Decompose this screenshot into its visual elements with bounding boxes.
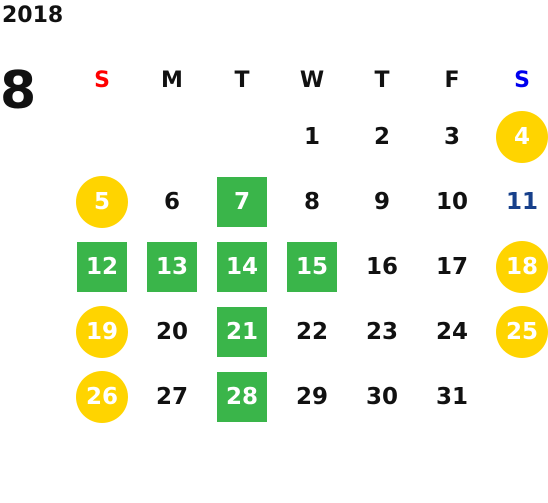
day-cell[interactable]: 28 bbox=[207, 364, 277, 429]
day-number[interactable]: 24 bbox=[435, 319, 468, 345]
day-cell[interactable]: 15 bbox=[277, 234, 347, 299]
month-number: 8 bbox=[0, 61, 37, 121]
day-cell[interactable]: 24 bbox=[417, 299, 487, 364]
day-cell[interactable]: 5 bbox=[67, 169, 137, 234]
day-cell[interactable]: 18 bbox=[487, 234, 548, 299]
weekday-header-thursday: T bbox=[347, 58, 417, 104]
day-number[interactable]: 14 bbox=[217, 242, 267, 292]
weekday-label: F bbox=[444, 68, 460, 93]
day-cell[interactable]: 20 bbox=[137, 299, 207, 364]
day-number[interactable]: 17 bbox=[435, 254, 468, 280]
weekday-label: T bbox=[374, 68, 390, 93]
year-label: 2018 bbox=[2, 3, 64, 28]
day-cell[interactable]: 3 bbox=[417, 104, 487, 169]
day-cell[interactable]: 6 bbox=[137, 169, 207, 234]
day-cell[interactable]: 9 bbox=[347, 169, 417, 234]
day-number[interactable]: 1 bbox=[303, 124, 320, 150]
day-cell[interactable]: 22 bbox=[277, 299, 347, 364]
weekday-header-saturday: S bbox=[487, 58, 548, 104]
day-number[interactable]: 28 bbox=[217, 372, 267, 422]
day-cell[interactable]: 29 bbox=[277, 364, 347, 429]
day-cell[interactable]: 19 bbox=[67, 299, 137, 364]
day-cell[interactable]: 21 bbox=[207, 299, 277, 364]
weekday-header-tuesday: T bbox=[207, 58, 277, 104]
day-number[interactable]: 3 bbox=[443, 124, 460, 150]
day-number[interactable]: 31 bbox=[435, 384, 468, 410]
week-row: 26 27 28 29 30 31 bbox=[67, 364, 548, 429]
day-number[interactable]: 5 bbox=[76, 176, 128, 228]
day-cell[interactable]: 31 bbox=[417, 364, 487, 429]
weekday-label: T bbox=[234, 68, 250, 93]
day-cell[interactable]: 13 bbox=[137, 234, 207, 299]
day-number[interactable]: 16 bbox=[365, 254, 398, 280]
day-number[interactable]: 19 bbox=[76, 306, 128, 358]
day-number[interactable]: 11 bbox=[505, 189, 538, 215]
day-cell[interactable]: 17 bbox=[417, 234, 487, 299]
day-cell[interactable]: 1 bbox=[277, 104, 347, 169]
day-number[interactable]: 6 bbox=[163, 189, 180, 215]
day-cell[interactable]: 30 bbox=[347, 364, 417, 429]
day-number[interactable]: 4 bbox=[496, 111, 548, 163]
weekday-label: M bbox=[161, 68, 183, 93]
day-number[interactable]: 26 bbox=[76, 371, 128, 423]
day-cell[interactable]: 10 bbox=[417, 169, 487, 234]
day-cell bbox=[67, 104, 137, 169]
day-cell[interactable]: 4 bbox=[487, 104, 548, 169]
day-cell[interactable]: 27 bbox=[137, 364, 207, 429]
day-number[interactable]: 23 bbox=[365, 319, 398, 345]
day-number[interactable]: 30 bbox=[365, 384, 398, 410]
day-cell[interactable]: 8 bbox=[277, 169, 347, 234]
day-number[interactable]: 22 bbox=[295, 319, 328, 345]
day-number[interactable]: 7 bbox=[217, 177, 267, 227]
weekday-label: S bbox=[514, 68, 530, 93]
day-cell[interactable]: 23 bbox=[347, 299, 417, 364]
day-number[interactable]: 15 bbox=[287, 242, 337, 292]
day-number[interactable]: 12 bbox=[77, 242, 127, 292]
day-number[interactable]: 18 bbox=[496, 241, 548, 293]
day-number[interactable]: 10 bbox=[435, 189, 468, 215]
day-number[interactable]: 21 bbox=[217, 307, 267, 357]
day-number[interactable]: 9 bbox=[373, 189, 390, 215]
weekday-header-monday: M bbox=[137, 58, 207, 104]
week-row: 1 2 3 4 bbox=[67, 104, 548, 169]
day-number[interactable]: 13 bbox=[147, 242, 197, 292]
day-cell[interactable]: 12 bbox=[67, 234, 137, 299]
day-number[interactable]: 27 bbox=[155, 384, 188, 410]
day-cell[interactable]: 14 bbox=[207, 234, 277, 299]
day-cell[interactable]: 11 bbox=[487, 169, 548, 234]
week-row: 12 13 14 15 16 17 18 bbox=[67, 234, 548, 299]
week-row: 19 20 21 22 23 24 25 bbox=[67, 299, 548, 364]
weekday-label: W bbox=[299, 68, 325, 93]
day-number[interactable]: 25 bbox=[496, 306, 548, 358]
weekday-header-wednesday: W bbox=[277, 58, 347, 104]
day-cell[interactable]: 7 bbox=[207, 169, 277, 234]
day-cell[interactable]: 16 bbox=[347, 234, 417, 299]
day-cell[interactable]: 25 bbox=[487, 299, 548, 364]
week-row: 5 6 7 8 9 10 11 bbox=[67, 169, 548, 234]
weekday-header-sunday: S bbox=[67, 58, 137, 104]
day-cell bbox=[137, 104, 207, 169]
day-cell bbox=[207, 104, 277, 169]
weekday-header-friday: F bbox=[417, 58, 487, 104]
day-number[interactable]: 20 bbox=[155, 319, 188, 345]
weekday-label: S bbox=[94, 68, 110, 93]
day-cell[interactable]: 2 bbox=[347, 104, 417, 169]
day-cell bbox=[487, 364, 548, 429]
day-cell[interactable]: 26 bbox=[67, 364, 137, 429]
day-number[interactable]: 8 bbox=[303, 189, 320, 215]
weekday-header-row: S M T W T F S bbox=[67, 58, 548, 104]
day-number[interactable]: 29 bbox=[295, 384, 328, 410]
day-number[interactable]: 2 bbox=[373, 124, 390, 150]
